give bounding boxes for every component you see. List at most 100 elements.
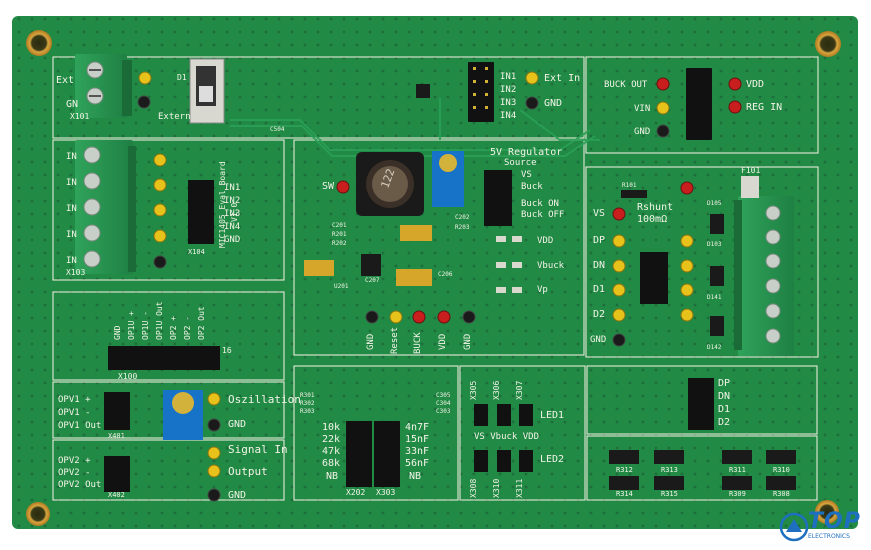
buck-off-label: Buck OFF xyxy=(521,210,565,220)
op2-plus: OP2 + xyxy=(169,315,178,340)
mount-hole xyxy=(26,502,50,526)
vdd-led-label: VDD xyxy=(537,236,554,246)
cap-left-5: NB xyxy=(326,471,339,482)
x311-label: X311 xyxy=(515,478,524,498)
x402-label: X402 xyxy=(108,491,125,499)
buck-on-label: Buck ON xyxy=(521,199,559,209)
ic-top xyxy=(416,84,430,98)
mount-hole xyxy=(26,30,52,56)
pin-header-x104 xyxy=(188,180,214,244)
x103-label: X103 xyxy=(66,268,86,277)
sw-label: SW xyxy=(322,181,335,192)
num16-label: 16 xyxy=(222,346,232,355)
in-left-1: IN xyxy=(66,152,77,162)
d1-right-label: D1 xyxy=(593,284,606,295)
part-c207: C206 xyxy=(438,271,453,278)
terminal-block-x101 xyxy=(75,54,132,118)
part-r203: R203 xyxy=(455,224,470,231)
x100-label: X100 xyxy=(118,372,138,381)
source-label: Source xyxy=(504,158,537,168)
slide-switch xyxy=(189,58,225,124)
r303-label: R303 xyxy=(300,408,315,415)
d105-label: D105 xyxy=(707,200,722,207)
center-buck: BUCK xyxy=(413,332,423,354)
op1-plus: OP1U + xyxy=(127,311,136,340)
cap-right-4: 56nF xyxy=(405,458,430,469)
r312-label: R312 xyxy=(616,466,633,474)
cap-left-2: 22k xyxy=(322,434,341,445)
pin-header-x402 xyxy=(640,252,668,304)
opv2-minus-label: OPV2 - xyxy=(58,468,91,478)
dn-br-label: DN xyxy=(718,391,731,402)
logo-word: TOP xyxy=(808,509,861,534)
top-electronics-logo xyxy=(779,512,809,542)
x305-led-label: X305 xyxy=(469,380,478,400)
vs-source-label: VS xyxy=(521,170,532,180)
c304-label: C304 xyxy=(436,400,451,407)
dp-label: DP xyxy=(593,235,606,246)
output-label: Output xyxy=(228,465,268,478)
x303-label: X303 xyxy=(376,488,396,497)
dn-label: DN xyxy=(593,260,606,271)
cap-left-4: 68k xyxy=(322,458,341,469)
center-gnd2: GND xyxy=(463,333,473,350)
ext-label: Ext xyxy=(56,75,75,86)
vs-right-label: VS xyxy=(593,208,606,219)
opv1-out-label: OPV1 Out xyxy=(58,421,102,431)
mount-hole xyxy=(815,500,839,524)
d2-br-label: D2 xyxy=(718,417,731,428)
d2-right-label: D2 xyxy=(593,309,606,320)
ext-gnd-label: GND xyxy=(544,98,563,109)
gnd-label-tr: GND xyxy=(634,127,651,137)
cap-right-2: 15nF xyxy=(405,434,430,445)
r313-label: R313 xyxy=(661,466,678,474)
rshunt-value: 100mΩ xyxy=(637,214,668,225)
ext-in2: IN2 xyxy=(500,85,517,95)
pin-header-x402b xyxy=(104,456,130,492)
in-left-5: IN xyxy=(66,256,77,266)
r309-label: R309 xyxy=(729,490,746,498)
center-vdd: VDD xyxy=(438,333,448,350)
c504-label: C504 xyxy=(270,126,285,133)
opv2-out-label: OPV2 Out xyxy=(58,480,102,490)
f101-label: F101 xyxy=(741,166,761,175)
logo-sub: ELECTRONICS xyxy=(808,533,850,540)
in1-label: IN1 xyxy=(224,183,241,193)
terminal-block-x103 xyxy=(75,140,136,274)
mount-hole xyxy=(815,31,841,57)
x308-label: X308 xyxy=(469,478,478,498)
part-r201: R201 xyxy=(332,231,347,238)
ext-in3: IN3 xyxy=(500,98,517,108)
x101-label: X101 xyxy=(70,112,90,121)
x401-label: X401 xyxy=(108,432,125,440)
jumpers-led xyxy=(474,404,533,472)
pin-header-ext-in xyxy=(468,62,494,122)
r101-label: R101 xyxy=(622,182,637,189)
ic-u201 xyxy=(361,254,381,276)
x310-label: X310 xyxy=(492,478,501,498)
board-title-line1: MIC1405 Eval Board xyxy=(218,161,227,248)
cap-left-3: 47k xyxy=(322,446,341,457)
opv2-plus-label: OPV2 + xyxy=(58,456,91,466)
r308-label: R308 xyxy=(773,490,790,498)
ext-in-label: Ext In xyxy=(544,73,581,84)
part-r202: R202 xyxy=(332,240,347,247)
c305-label: C305 xyxy=(436,392,451,399)
opv1-minus-label: OPV1 - xyxy=(58,408,91,418)
op2-out: OP2 Out xyxy=(197,306,206,340)
buck-source-label: Buck xyxy=(521,182,543,192)
cap-left-1: 10k xyxy=(322,422,341,433)
r302-label: R302 xyxy=(300,400,315,407)
pin-header-x401 xyxy=(104,392,130,430)
pin-header-x303 xyxy=(374,421,400,487)
opv1-plus-label: OPV1 + xyxy=(58,395,91,405)
vp-led-label: Vp xyxy=(537,285,548,295)
pin-header-x305-306 xyxy=(484,170,512,226)
dp-br-label: DP xyxy=(718,378,731,389)
x306-led-label: X306 xyxy=(492,380,501,400)
in3-label: IN3 xyxy=(224,209,241,219)
ext-in4: IN4 xyxy=(500,111,517,121)
ext-in1: IN1 xyxy=(500,72,517,82)
signal-in-label: Signal In xyxy=(228,443,288,456)
copper-traces xyxy=(230,98,600,157)
